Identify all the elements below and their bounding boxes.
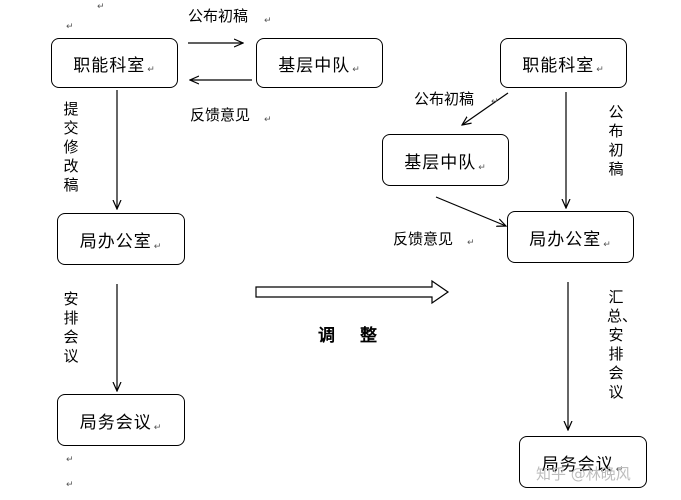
- para-mark: ↵: [66, 22, 74, 32]
- right-feedback-label: 反馈意见: [393, 230, 454, 248]
- adjust-label: 调 整: [318, 326, 381, 346]
- arrow-right-feedback: [435, 196, 506, 226]
- left-squad-box: 基层中队↵: [256, 38, 383, 88]
- left-office-box: 职能科室↵: [51, 38, 178, 88]
- right-squad-box: 基层中队↵: [382, 134, 509, 186]
- left-submit-label: 提交修改稿: [63, 100, 79, 194]
- right-office-box: 职能科室↵: [500, 38, 627, 88]
- right-bureau-box: 局办公室↵: [507, 211, 634, 263]
- right-publish-label-b: 公布初稿: [608, 103, 624, 178]
- watermark: 知乎 @林晚风: [536, 465, 631, 483]
- para-mark: ↵: [264, 16, 272, 26]
- left-meeting-box: 局务会议↵: [57, 394, 185, 446]
- left-publish-label: 公布初稿: [188, 7, 249, 25]
- adjust-arrow: [255, 279, 450, 305]
- left-arrange-label: 安排会议: [63, 290, 79, 365]
- right-publish-label-a: 公布初稿: [414, 90, 475, 108]
- para-mark: ↵: [491, 97, 499, 107]
- para-mark: ↵: [97, 2, 105, 12]
- right-summary-label: 汇总、安排会议: [607, 288, 638, 401]
- para-mark: ↵: [66, 455, 74, 465]
- arrow-right-publish-squad: [462, 92, 509, 125]
- para-mark: ↵: [467, 238, 475, 248]
- left-feedback-label: 反馈意见: [190, 106, 251, 124]
- right-meeting-box: 局务会议↵: [519, 436, 647, 488]
- para-mark: ↵: [264, 115, 272, 125]
- para-mark: ↵: [66, 480, 74, 490]
- left-bureau-box: 局办公室↵: [57, 213, 185, 265]
